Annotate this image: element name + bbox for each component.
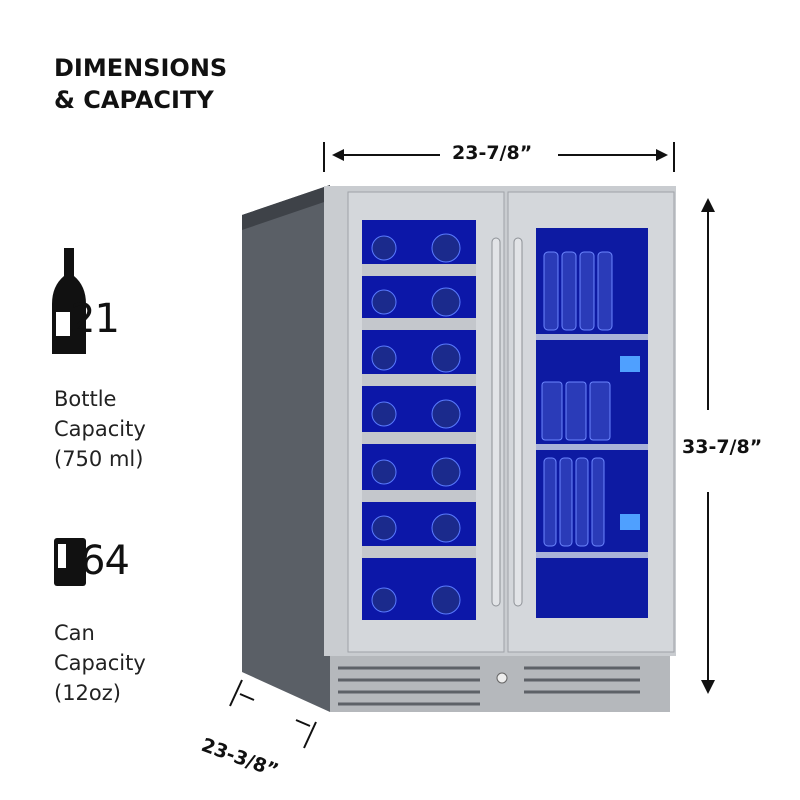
can-label-line-3: (12oz) xyxy=(54,681,121,705)
can-label-line-1: Can xyxy=(54,621,95,645)
title-line-2: & CAPACITY xyxy=(54,86,214,114)
bottle-capacity-label: Bottle Capacity (750 ml) xyxy=(54,384,146,474)
wine-cooler-image xyxy=(242,185,676,712)
bottle-count: 21 xyxy=(70,296,120,342)
wine-bottle-icon xyxy=(52,248,86,354)
can-icon xyxy=(54,538,86,586)
can-label-line-2: Capacity xyxy=(54,651,146,675)
bottle-label-line-1: Bottle xyxy=(54,387,117,411)
width-dimension-label: 23-7/8” xyxy=(452,142,533,164)
width-dimension-arrow xyxy=(323,142,675,172)
height-dimension-label: 33-7/8” xyxy=(682,436,763,458)
depth-dimension-arrow xyxy=(229,679,317,749)
height-dimension-arrow xyxy=(701,198,715,694)
bottle-label-line-3: (750 ml) xyxy=(54,447,144,471)
title-line-1: DIMENSIONS xyxy=(54,54,228,82)
bottle-label-line-2: Capacity xyxy=(54,417,146,441)
page-title: DIMENSIONS & CAPACITY xyxy=(54,52,227,116)
can-capacity-label: Can Capacity (12oz) xyxy=(54,618,146,708)
can-count: 64 xyxy=(80,538,130,584)
